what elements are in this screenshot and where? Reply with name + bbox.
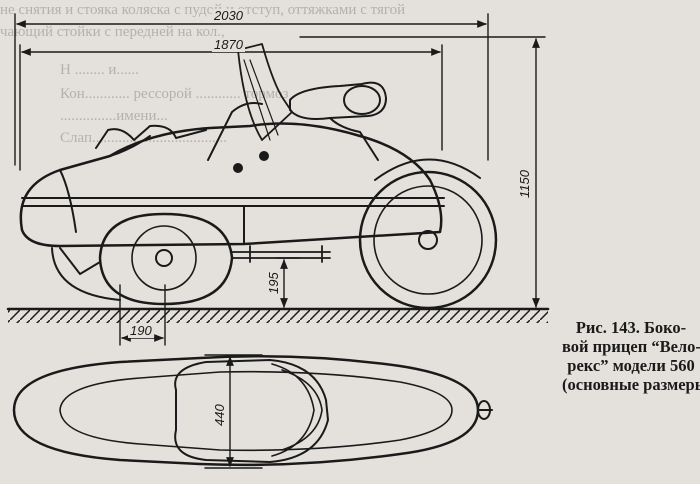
caption-line: рекс” модели 560 [567, 356, 695, 375]
sidecar-body [19, 102, 445, 248]
dimension-body-length: 1870 [212, 37, 245, 52]
sidecar-wheel [51, 212, 234, 306]
background-text-line: Кон............ рессорой ............ то… [60, 86, 289, 102]
background-text-line: не снятия и стояка коляска с пудой и отс… [0, 2, 406, 18]
dimension-overall-length: 2030 [212, 8, 245, 23]
dimension-seat-width: 440 [212, 402, 227, 428]
ground-line [6, 307, 550, 323]
motorcycle-wheel [358, 158, 498, 310]
background-text-line: Н ........ и...... [60, 62, 139, 78]
motorcycle-tank-and-headlamp [289, 81, 387, 161]
caption-line: вой прицеп “Вело- [562, 337, 700, 356]
dimension-height: 1150 [517, 168, 532, 200]
dimension-ground-clearance: 195 [266, 270, 281, 296]
caption-line: (основные размеры) [562, 375, 700, 394]
dimension-lines [14, 13, 546, 469]
figure-caption: Рис. 143. Боко- вой прицеп “Вело- рекс” … [562, 318, 700, 394]
plan-view [12, 354, 493, 467]
background-text-line: Слап............ ....................... [60, 130, 227, 146]
sidecar-frame [231, 245, 331, 263]
background-text-line: чающий стойки с передней на кол., [0, 24, 225, 40]
caption-line: Рис. 143. Боко- [575, 318, 687, 337]
background-text-line: ...............имени... [60, 108, 168, 124]
dimension-wheel-offset: 190 [128, 323, 154, 338]
